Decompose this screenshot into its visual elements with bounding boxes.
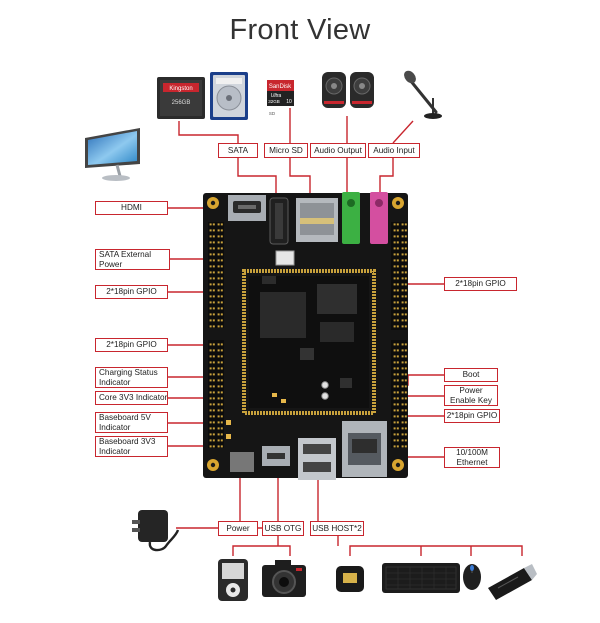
sata-leader-2 — [237, 158, 277, 205]
host-bracket — [349, 545, 523, 556]
audio-input-leader — [392, 120, 414, 144]
label-usb-otg: USB OTG — [262, 521, 304, 536]
label-sata: SATA — [218, 143, 258, 158]
label-micro-sd: Micro SD — [264, 143, 308, 158]
audio-input-leader-2 — [379, 158, 394, 205]
page-title: Front View — [229, 14, 371, 46]
wifi-dongle-icon — [336, 566, 364, 592]
core-3v3-led — [281, 399, 286, 403]
power-leader — [239, 474, 262, 529]
power-enable-button — [321, 392, 329, 400]
gpio-header-left-bottom — [208, 340, 224, 448]
label-sata-external-power: SATA External Power — [95, 249, 170, 270]
baseboard-5v-led — [226, 420, 231, 425]
audio-output-jack — [342, 192, 360, 244]
microphone-icon — [404, 70, 442, 119]
label-audio-input: Audio Input — [368, 143, 420, 158]
hard-drive-icon — [210, 72, 248, 120]
ssd-icon: Kingston 256GB — [157, 77, 205, 119]
label-gpio-left-top: 2*18pin GPIO — [95, 285, 168, 299]
label-gpio-left-mid: 2*18pin GPIO — [95, 338, 168, 352]
label-baseboard-3v3-indicator: Baseboard 3V3 Indicator — [95, 436, 168, 457]
gpio-header-left-top — [208, 222, 224, 328]
keyboard-icon — [382, 563, 460, 593]
baseboard-3v3-led — [226, 434, 231, 439]
mouse-icon — [463, 564, 481, 590]
label-boot: Boot — [444, 368, 498, 382]
label-charging-status-indicator: Charging Status Indicator — [95, 367, 168, 388]
power-jack — [230, 452, 254, 472]
sata-power-connector — [275, 250, 295, 266]
monitor-icon — [85, 128, 140, 181]
mp3-player-icon — [218, 559, 248, 601]
label-gpio-right-top: 2*18pin GPIO — [444, 277, 517, 291]
gpio-header-right-top — [391, 222, 407, 330]
micro-sd-card-icon: SanDisk Ultra 32GB 10 SD — [267, 80, 294, 116]
boot-button — [321, 381, 329, 389]
memory-chip-2 — [320, 322, 354, 342]
sd-model-text: Ultra — [271, 93, 282, 99]
label-audio-output: Audio Output — [310, 143, 366, 158]
otg-bracket — [232, 545, 291, 556]
label-usb-host: USB HOST*2 — [310, 521, 364, 536]
ssd-brand-text: Kingston — [169, 86, 192, 92]
label-baseboard-5v-indicator: Baseboard 5V Indicator — [95, 412, 168, 433]
audio-input-jack — [370, 192, 388, 244]
micro-sd-slot — [296, 198, 338, 242]
label-power-enable-key: Power Enable Key — [444, 385, 498, 406]
gpio-header-right-bottom — [391, 340, 407, 448]
label-ethernet: 10/100M Ethernet — [444, 447, 500, 468]
sata-leader — [178, 121, 239, 143]
sata-port — [269, 197, 289, 245]
usb-otg-port — [262, 446, 290, 466]
hdmi-port — [228, 195, 266, 221]
ethernet-port — [342, 421, 387, 477]
sd-brand-text: SanDisk — [269, 84, 292, 90]
sd-capacity-text: 32GB — [268, 99, 280, 104]
core-module-outline — [242, 269, 376, 415]
label-hdmi: HDMI — [95, 201, 168, 215]
label-core-3v3-indicator: Core 3V3 Indicator — [95, 391, 168, 405]
label-gpio-right-bottom: 2*18pin GPIO — [444, 409, 500, 423]
pmic-chip — [300, 348, 314, 360]
label-power: Power — [218, 521, 258, 536]
micro-sd-leader-2 — [289, 158, 311, 205]
ssd-capacity-text: 256GB — [172, 100, 191, 106]
sd-class-text: 10 — [286, 99, 292, 105]
speakers-icon — [322, 72, 374, 108]
memory-chip — [317, 284, 357, 314]
usb-drive-icon — [488, 564, 537, 600]
board — [203, 192, 408, 480]
charging-status-led — [272, 393, 277, 397]
flash-chip — [262, 276, 276, 284]
usb-host-port — [298, 438, 336, 480]
small-chip — [340, 378, 352, 388]
camera-icon — [262, 560, 306, 597]
main-processor — [260, 292, 306, 338]
sd-suffix-text: SD — [269, 111, 276, 116]
power-adapter-icon — [132, 510, 180, 552]
